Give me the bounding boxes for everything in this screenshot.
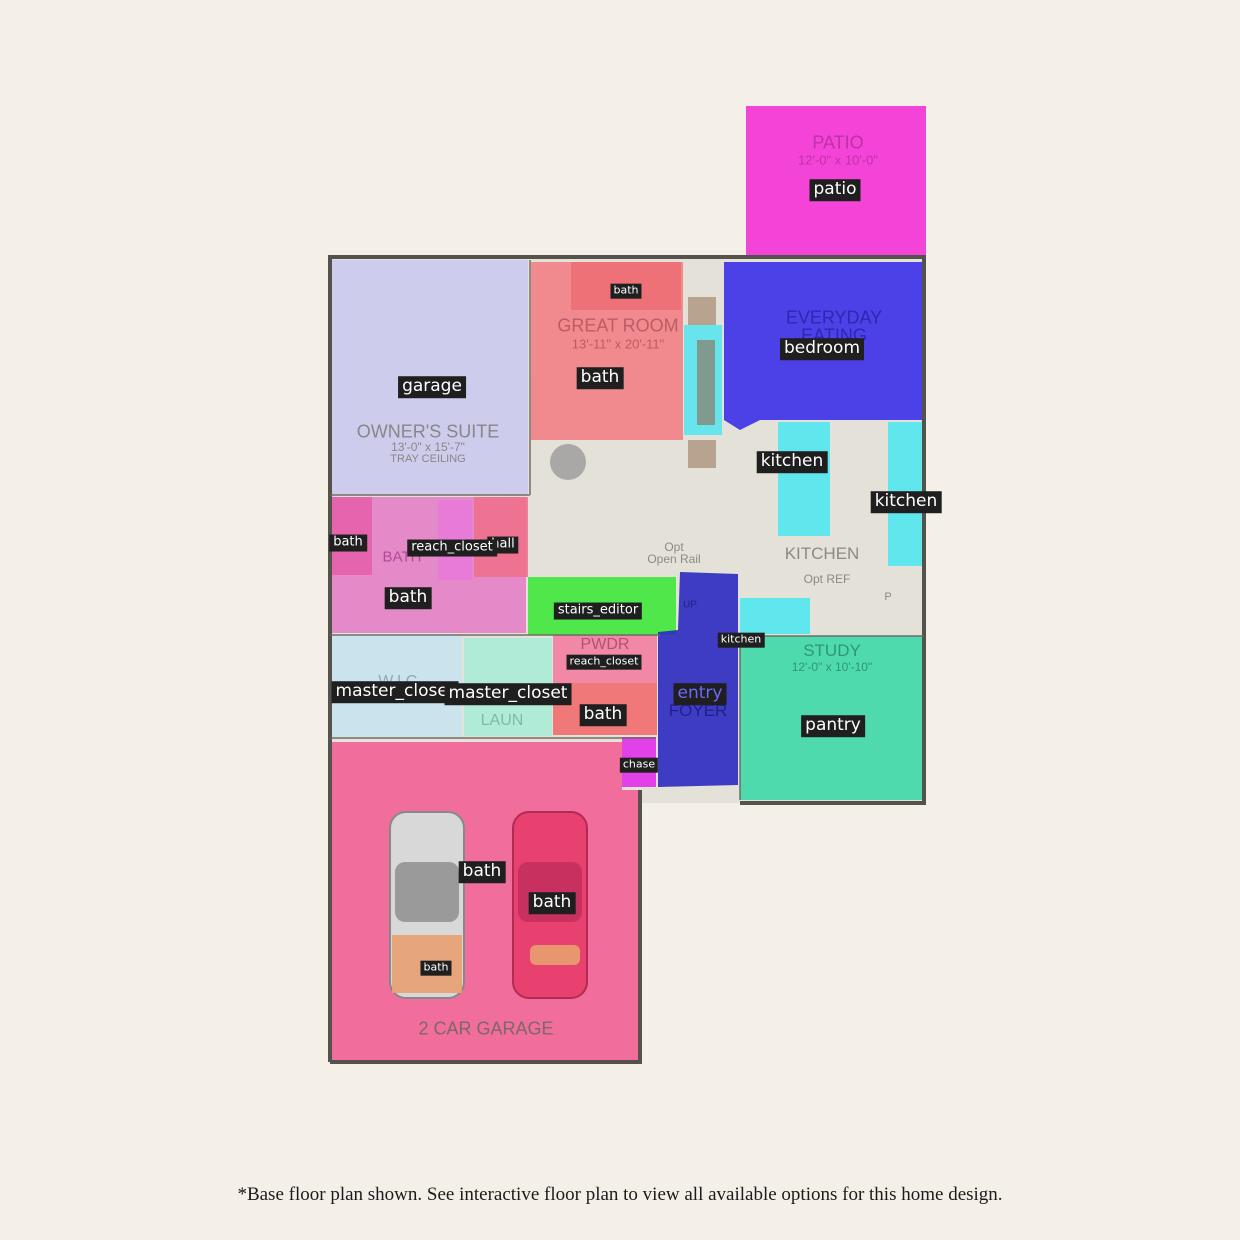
arch-garage: 2 CAR GARAGE (418, 1018, 554, 1039)
arch-study-size: 12'-0" x 10'-10" (791, 660, 873, 674)
arch-everyday: EVERYDAY (785, 307, 883, 328)
label-bath-owners: bath (384, 587, 432, 609)
arch-open-rail: Open Rail (647, 552, 701, 566)
arch-owners-suite-size: 13'-0" x 15'-7" (391, 440, 465, 454)
label-kitchen-right: kitchen (870, 491, 942, 513)
label-great-room-bath: bath (576, 367, 624, 389)
label-pantry: pantry (801, 715, 865, 737)
arch-opt-ref: Opt REF (803, 572, 851, 586)
room-bath-garage (330, 742, 640, 1060)
label-garage: garage (398, 376, 466, 398)
label-reach-closet-top: reach_closet (407, 539, 497, 557)
arch-up: UP (683, 599, 697, 611)
interior-walls (330, 260, 924, 800)
room-entry (658, 572, 738, 787)
label-bath-pwdr: bath (579, 704, 627, 726)
fireplace-icon (697, 340, 715, 425)
label-reach-closet-pwdr: reach_closet (566, 654, 642, 670)
label-entry: entry (673, 683, 727, 705)
arch-tray-ceiling: TRAY CEILING (390, 453, 466, 465)
label-kitchen-island: kitchen (756, 451, 828, 473)
column-top-icon (688, 297, 716, 325)
room-kitchen-island (778, 422, 830, 536)
label-master-closet-laun: master_closet (444, 683, 572, 705)
arch-opt: Opt (664, 540, 684, 554)
label-bedroom: bedroom (779, 338, 865, 360)
label-stairs-editor: stairs_editor (553, 602, 643, 620)
arch-patio: PATIO (812, 132, 864, 153)
arch-great-room-size: 13'-11" x 20'-11" (571, 336, 665, 352)
arch-study: STUDY (803, 641, 861, 660)
label-chase: chase (619, 757, 659, 773)
label-bath-left-small: bath (329, 534, 367, 552)
arch-owners-suite: OWNER'S SUITE (356, 421, 500, 442)
column-bottom-icon (688, 440, 716, 468)
chair-icon (550, 444, 586, 480)
arch-pwdr: PWDR (580, 636, 630, 653)
label-bath-garage-a: bath (458, 861, 506, 883)
label-kitchen-small: kitchen (717, 632, 765, 648)
footnote: *Base floor plan shown. See interactive … (237, 1184, 1003, 1205)
arch-laun: LAUN (480, 712, 524, 729)
room-kitchen-small (740, 598, 810, 634)
car-left-icon (389, 811, 465, 999)
label-bath-top: bath (610, 283, 642, 299)
arch-great-room: GREAT ROOM (557, 315, 679, 336)
arch-kitchen: KITCHEN (784, 544, 860, 563)
arch-patio-size: 12'-0" x 10'-0" (798, 152, 878, 168)
label-bath-garage-b: bath (528, 892, 576, 914)
label-patio: patio (809, 179, 861, 201)
label-bath-garage-c: bath (420, 960, 452, 976)
label-master-closet-wic: master_closet (331, 681, 459, 703)
walls (328, 255, 926, 1064)
arch-pantry-p: P (884, 591, 892, 603)
arch-foyer: FOYER (668, 701, 728, 720)
